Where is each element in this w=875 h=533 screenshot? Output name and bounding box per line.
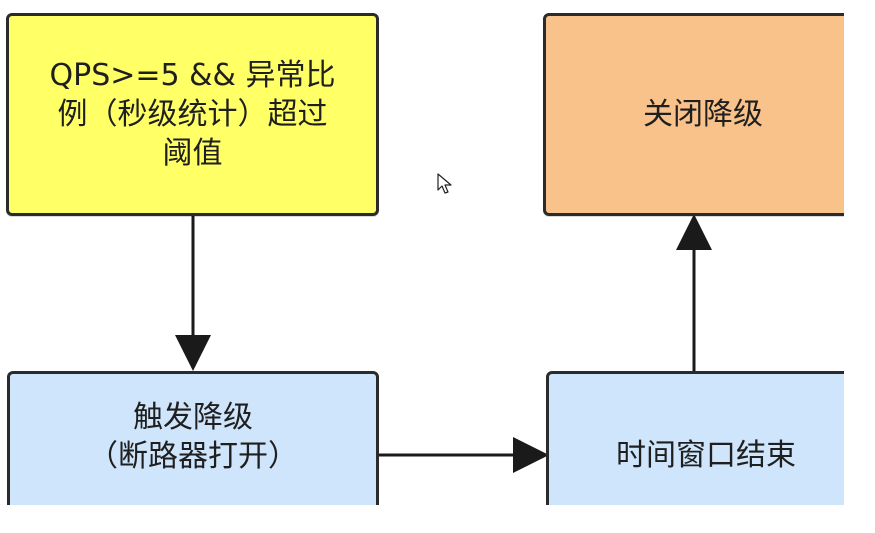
bottom-white-margin bbox=[0, 505, 875, 533]
node-close-degrade: 关闭降级 bbox=[543, 13, 863, 216]
node-window-end-label: 时间窗口结束 bbox=[616, 437, 796, 473]
node-trigger-degrade-label: 触发降级 （断路器打开） bbox=[88, 400, 298, 474]
node-close-degrade-label: 关闭降级 bbox=[643, 97, 763, 132]
mouse-pointer-icon bbox=[437, 173, 452, 194]
node-threshold: QPS>=5 && 异常比 例（秒级统计）超过 阈值 bbox=[6, 13, 379, 216]
right-white-margin bbox=[844, 0, 875, 533]
node-threshold-label: QPS>=5 && 异常比 例（秒级统计）超过 阈值 bbox=[49, 58, 336, 171]
